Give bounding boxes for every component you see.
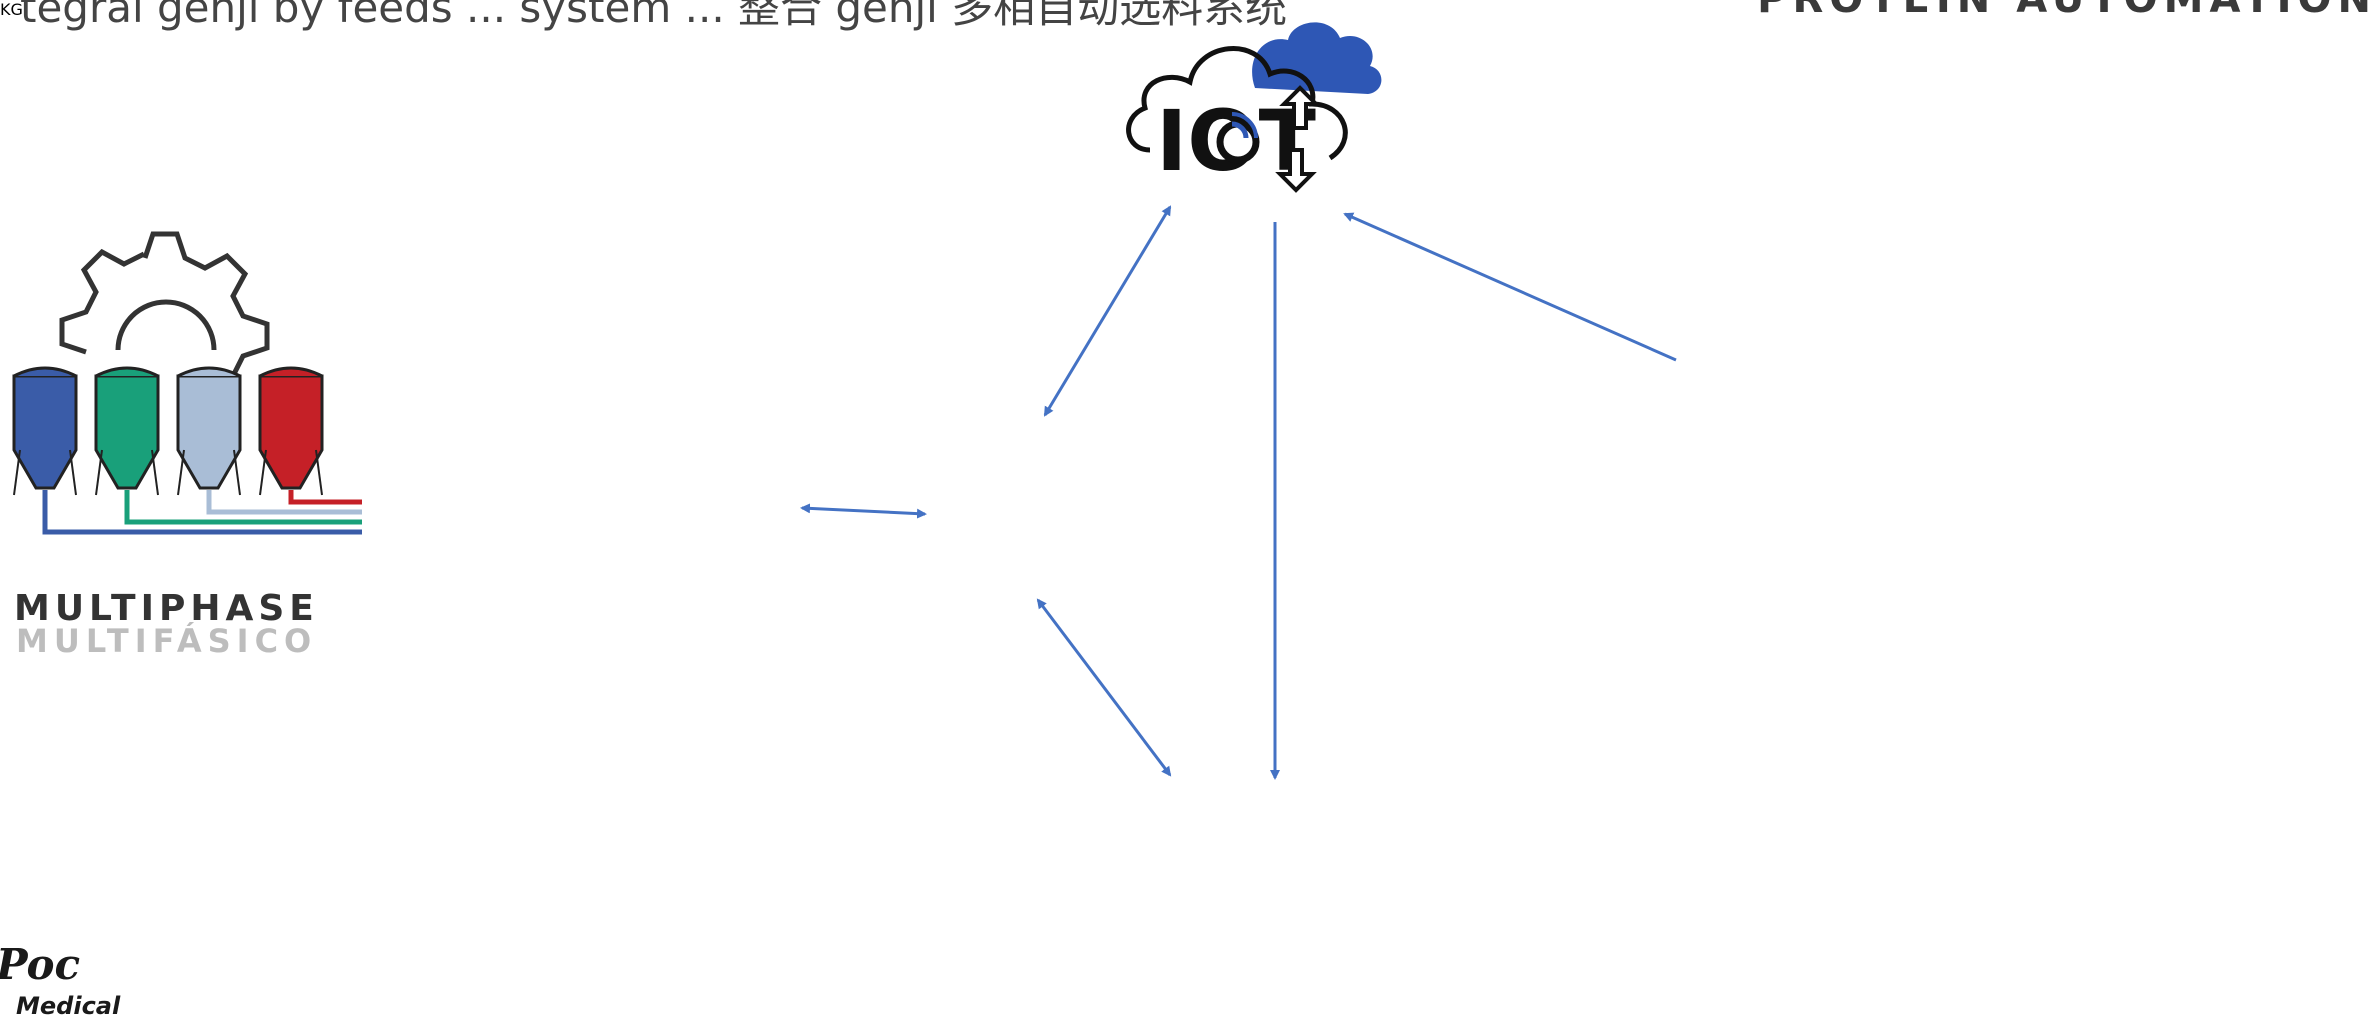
arrow-station-to-cloud xyxy=(1343,212,1677,362)
silo-lightblue xyxy=(176,366,242,490)
header-caption: tegral genji by feeds ... system ... 整合 … xyxy=(20,0,1288,32)
tablet-icon: KG xyxy=(0,0,23,19)
logo-text-line1: Poc xyxy=(0,940,81,989)
silo-green xyxy=(94,366,160,490)
silo-blue xyxy=(12,366,78,490)
arrow-controller-to-devices xyxy=(1036,598,1172,777)
silo-red xyxy=(258,366,324,490)
multiphase-title: MULTIPHASE xyxy=(14,588,319,629)
multiphase-subtitle: MULTIFÁSICO xyxy=(16,622,318,660)
arrow-cloud-to-controller xyxy=(1043,205,1172,417)
feed-pipes xyxy=(42,490,362,535)
tablet-kg-badge: KG xyxy=(0,0,23,19)
iot-cloud-icon: IOT xyxy=(1126,22,1382,193)
brand-name: PROTEIN AUTOMATION xyxy=(1757,0,2377,22)
logo-text-line2: Medical xyxy=(16,992,121,1020)
arrow-barn-to-controller xyxy=(800,503,927,519)
connection-arrows xyxy=(800,205,1677,780)
silo-group xyxy=(12,366,324,496)
multiphase-gear-icon xyxy=(59,231,270,378)
